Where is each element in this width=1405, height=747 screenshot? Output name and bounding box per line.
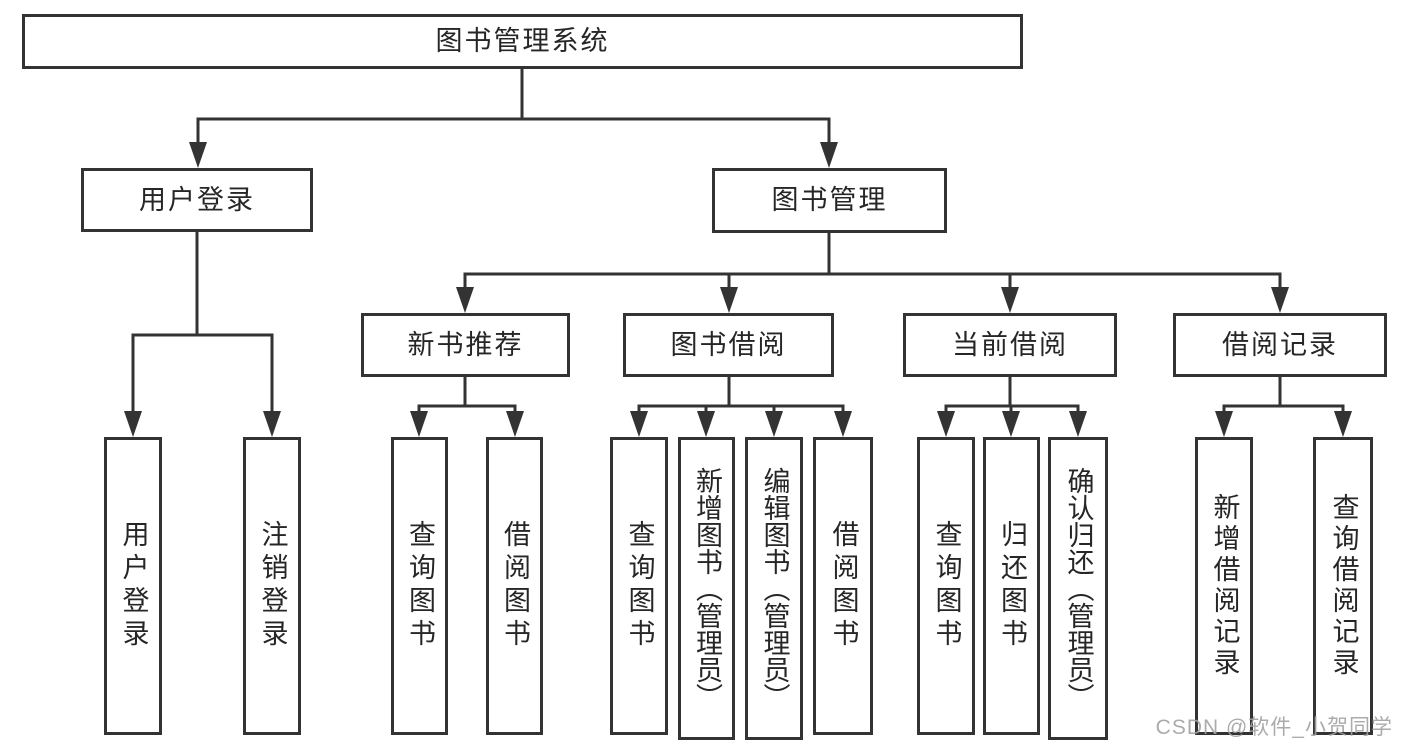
arrow-down-icon bbox=[263, 411, 281, 437]
arrow-down-icon bbox=[410, 411, 428, 437]
node-label: 查询借阅记录 bbox=[1328, 493, 1359, 679]
node-label: 当前借阅 bbox=[952, 329, 1068, 360]
node-label: 图书借阅 bbox=[670, 329, 787, 360]
node-borrow-books-recommend: 借阅图书 bbox=[486, 437, 543, 735]
node-current-borrowing: 当前借阅 bbox=[903, 313, 1117, 377]
arrow-down-icon bbox=[937, 411, 955, 437]
node-return-books: 归还图书 bbox=[983, 437, 1040, 735]
arrow-down-icon bbox=[189, 142, 207, 168]
arrow-down-icon bbox=[456, 287, 474, 313]
arrow-down-icon bbox=[697, 411, 715, 437]
node-label: 用户登录 bbox=[139, 184, 255, 215]
arrow-down-icon bbox=[1069, 411, 1087, 437]
arrow-down-icon bbox=[124, 411, 142, 437]
node-query-books-current: 查询图书 bbox=[917, 437, 975, 735]
node-query-borrowing-record: 查询借阅记录 bbox=[1313, 437, 1373, 735]
node-user-login-leaf: 用户登录 bbox=[104, 437, 162, 735]
node-query-books-recommend: 查询图书 bbox=[391, 437, 448, 735]
node-label: 归还图书 bbox=[997, 520, 1027, 652]
arrow-down-icon bbox=[720, 287, 738, 313]
node-label: 新书推荐 bbox=[407, 329, 524, 360]
arrow-down-icon bbox=[1271, 287, 1289, 313]
arrow-down-icon bbox=[834, 411, 852, 437]
node-add-books-admin: 新增图书（管理员） bbox=[678, 437, 735, 740]
node-label: 新增借阅记录 bbox=[1209, 493, 1240, 679]
node-label: 图书管理 bbox=[771, 185, 888, 215]
node-book-borrowing: 图书借阅 bbox=[623, 313, 834, 377]
node-borrowing-records: 借阅记录 bbox=[1173, 313, 1387, 377]
node-label: 查询图书 bbox=[931, 520, 962, 652]
node-new-book-recommendation: 新书推荐 bbox=[361, 313, 570, 377]
node-label: 借阅记录 bbox=[1222, 329, 1338, 360]
node-label: 新增图书（管理员） bbox=[692, 467, 722, 710]
arrow-down-icon bbox=[1215, 411, 1233, 437]
node-label: 查询图书 bbox=[624, 520, 655, 652]
node-query-books-borrowing: 查询图书 bbox=[610, 437, 668, 735]
node-borrow-books-borrowing: 借阅图书 bbox=[813, 437, 873, 735]
node-label: 用户登录 bbox=[118, 520, 149, 652]
node-user-login: 用户登录 bbox=[81, 168, 313, 232]
node-label: 编辑图书（管理员） bbox=[759, 467, 790, 710]
arrow-down-icon bbox=[820, 142, 838, 168]
node-label: 确认归还（管理员） bbox=[1063, 467, 1094, 710]
arrow-down-icon bbox=[630, 411, 648, 437]
node-book-management: 图书管理 bbox=[712, 168, 947, 233]
arrow-down-icon bbox=[506, 411, 524, 437]
arrow-down-icon bbox=[1002, 411, 1020, 437]
arrow-down-icon bbox=[765, 411, 783, 437]
node-label: 借阅图书 bbox=[500, 520, 530, 652]
node-confirm-return-admin: 确认归还（管理员） bbox=[1048, 437, 1108, 740]
node-root: 图书管理系统 bbox=[22, 14, 1023, 69]
arrow-down-icon bbox=[1001, 287, 1019, 313]
node-add-borrowing-record: 新增借阅记录 bbox=[1195, 437, 1253, 735]
node-label: 查询图书 bbox=[405, 520, 435, 652]
node-label: 图书管理系统 bbox=[435, 26, 610, 56]
node-label: 借阅图书 bbox=[828, 520, 859, 652]
arrow-down-icon bbox=[1334, 411, 1352, 437]
node-label: 注销登录 bbox=[257, 520, 288, 652]
node-logout-leaf: 注销登录 bbox=[243, 437, 301, 735]
node-edit-books-admin: 编辑图书（管理员） bbox=[745, 437, 803, 740]
